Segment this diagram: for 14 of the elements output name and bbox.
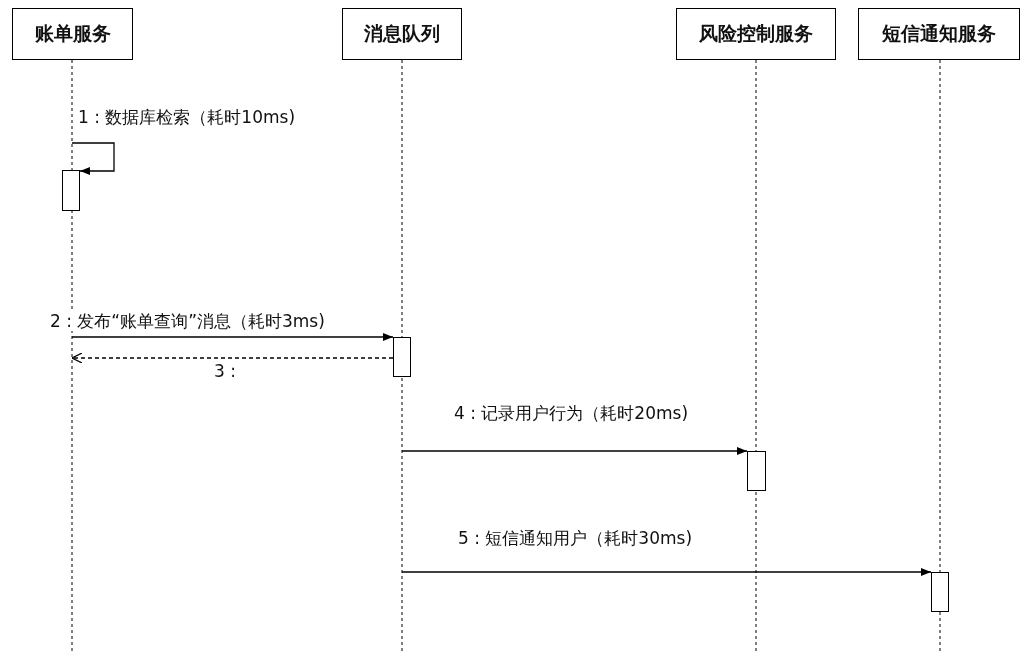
activation-bar [931, 572, 949, 612]
edge-label: 2 : 发布“账单查询”消息（耗时3ms) [48, 311, 327, 331]
activation-bar [393, 337, 411, 377]
activation-bar [62, 170, 80, 211]
message-arrow [71, 333, 394, 341]
participant-box: 账单服务 [12, 8, 133, 60]
message-arrow [401, 568, 932, 576]
message-arrow [71, 142, 115, 175]
message-arrow [71, 352, 394, 364]
participant-box: 风险控制服务 [676, 8, 836, 60]
participant-box: 短信通知服务 [858, 8, 1020, 60]
participant-box: 消息队列 [342, 8, 462, 60]
message-arrow [401, 447, 748, 455]
activation-bar [747, 451, 766, 491]
